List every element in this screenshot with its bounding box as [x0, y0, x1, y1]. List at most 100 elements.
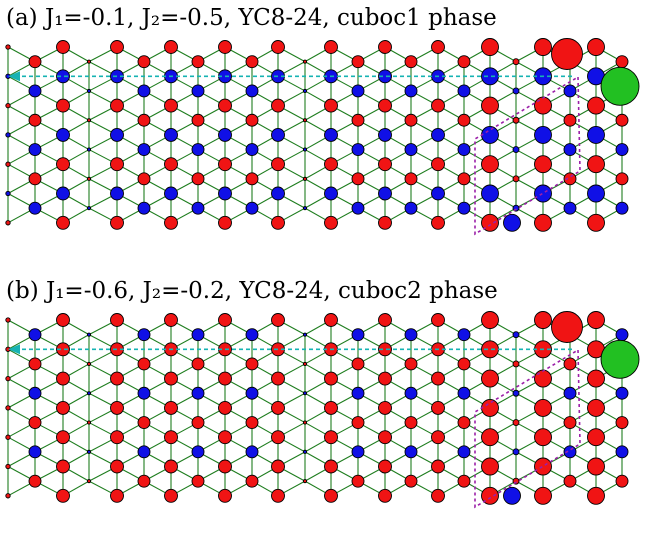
lattice-site — [302, 449, 308, 454]
lattice-site — [563, 386, 577, 400]
lattice-site — [563, 143, 577, 157]
lattice-site — [28, 143, 42, 157]
lattice-site — [245, 474, 259, 488]
panel-b: (b) J₁=-0.6, J₂=-0.2, YC8-24, cuboc2 pha… — [5, 278, 640, 509]
lattice-site — [137, 143, 151, 157]
lattice-site — [378, 157, 392, 172]
lattice-site — [218, 371, 232, 386]
lattice-site — [431, 430, 445, 445]
lattice-site — [28, 445, 42, 459]
lattice-site — [351, 328, 365, 342]
lattice-site — [245, 328, 259, 342]
lattice-site — [5, 132, 11, 138]
lattice-site — [351, 143, 365, 157]
lattice-site — [86, 420, 92, 425]
lattice-site — [110, 430, 124, 445]
lattice-site — [404, 55, 418, 69]
lattice-site — [587, 486, 605, 505]
lattice-site — [431, 313, 445, 327]
lattice-site — [457, 201, 471, 215]
lattice-site — [587, 38, 605, 56]
lattice-site — [481, 38, 499, 56]
large-green-site — [600, 339, 640, 379]
large-green-site — [600, 66, 640, 106]
lattice-site — [324, 313, 338, 327]
lattice-site — [164, 98, 178, 113]
lattice-site — [28, 172, 42, 186]
lattice-site — [615, 201, 629, 215]
lattice-site — [481, 457, 499, 476]
lattice-site — [56, 342, 70, 357]
lattice-site — [5, 102, 11, 109]
lattice-site — [110, 157, 124, 172]
lattice-site — [481, 369, 499, 388]
lattice-site — [164, 459, 178, 474]
lattice-site — [587, 125, 605, 144]
lattice-site — [28, 201, 42, 215]
lattice-site — [534, 398, 552, 417]
lattice-site — [615, 143, 629, 157]
lattice-site — [164, 186, 178, 201]
lattice-site — [587, 96, 605, 115]
lattice-site — [56, 430, 70, 445]
lattice-site — [563, 416, 577, 429]
lattice-site — [512, 448, 520, 456]
lattice-site — [110, 459, 124, 474]
lattice-site — [164, 400, 178, 415]
lattice-site — [137, 55, 151, 69]
lattice-site — [457, 143, 471, 157]
lattice-site — [351, 357, 365, 371]
lattice-site — [378, 186, 392, 201]
lattice-site — [512, 87, 520, 95]
lattice-site — [378, 342, 392, 357]
lattice-site — [245, 84, 259, 98]
lattice-site — [457, 84, 471, 98]
lattice-site — [271, 313, 285, 327]
lattice-site — [563, 201, 577, 215]
lattice-site — [110, 488, 124, 503]
lattice-site — [110, 127, 124, 142]
lattice-site — [378, 40, 392, 54]
lattice-site — [615, 328, 629, 342]
lattice-site — [587, 369, 605, 388]
lattice-site — [512, 116, 520, 124]
lattice-site — [137, 328, 151, 342]
lattice-site — [86, 391, 92, 396]
lattice-site — [302, 176, 308, 181]
lattice-site — [245, 416, 259, 429]
lattice-site — [378, 98, 392, 113]
lattice-sites — [5, 38, 629, 232]
lattice-site — [503, 486, 521, 505]
lattice-site — [457, 172, 471, 186]
lattice-site — [563, 113, 577, 127]
lattice-site — [302, 147, 308, 152]
lattice-site — [271, 215, 285, 230]
lattice-site — [534, 96, 552, 115]
unit-cell — [474, 75, 581, 236]
lattice-site — [110, 98, 124, 113]
lattice-site — [271, 371, 285, 386]
lattice-site — [431, 157, 445, 172]
lattice-site — [302, 479, 308, 484]
lattice-site — [351, 445, 365, 459]
lattice-site — [302, 361, 308, 367]
lattice-site — [302, 206, 308, 211]
lattice-site — [271, 157, 285, 172]
lattice-site — [431, 186, 445, 201]
unit-cell — [474, 348, 581, 509]
lattice-site — [512, 389, 520, 397]
lattice-site — [218, 215, 232, 230]
lattice-site — [481, 96, 499, 115]
lattice-site — [191, 201, 205, 215]
lattice-site — [378, 459, 392, 474]
lattice-site — [191, 55, 205, 69]
lattice-site — [56, 215, 70, 230]
lattice-site — [56, 127, 70, 142]
lattice-site — [534, 125, 552, 144]
lattice-site — [5, 375, 11, 382]
lattice-site — [271, 127, 285, 142]
lattice-site — [28, 386, 42, 400]
lattice-site — [431, 488, 445, 503]
lattice-site — [86, 449, 92, 454]
lattice-site — [245, 55, 259, 69]
